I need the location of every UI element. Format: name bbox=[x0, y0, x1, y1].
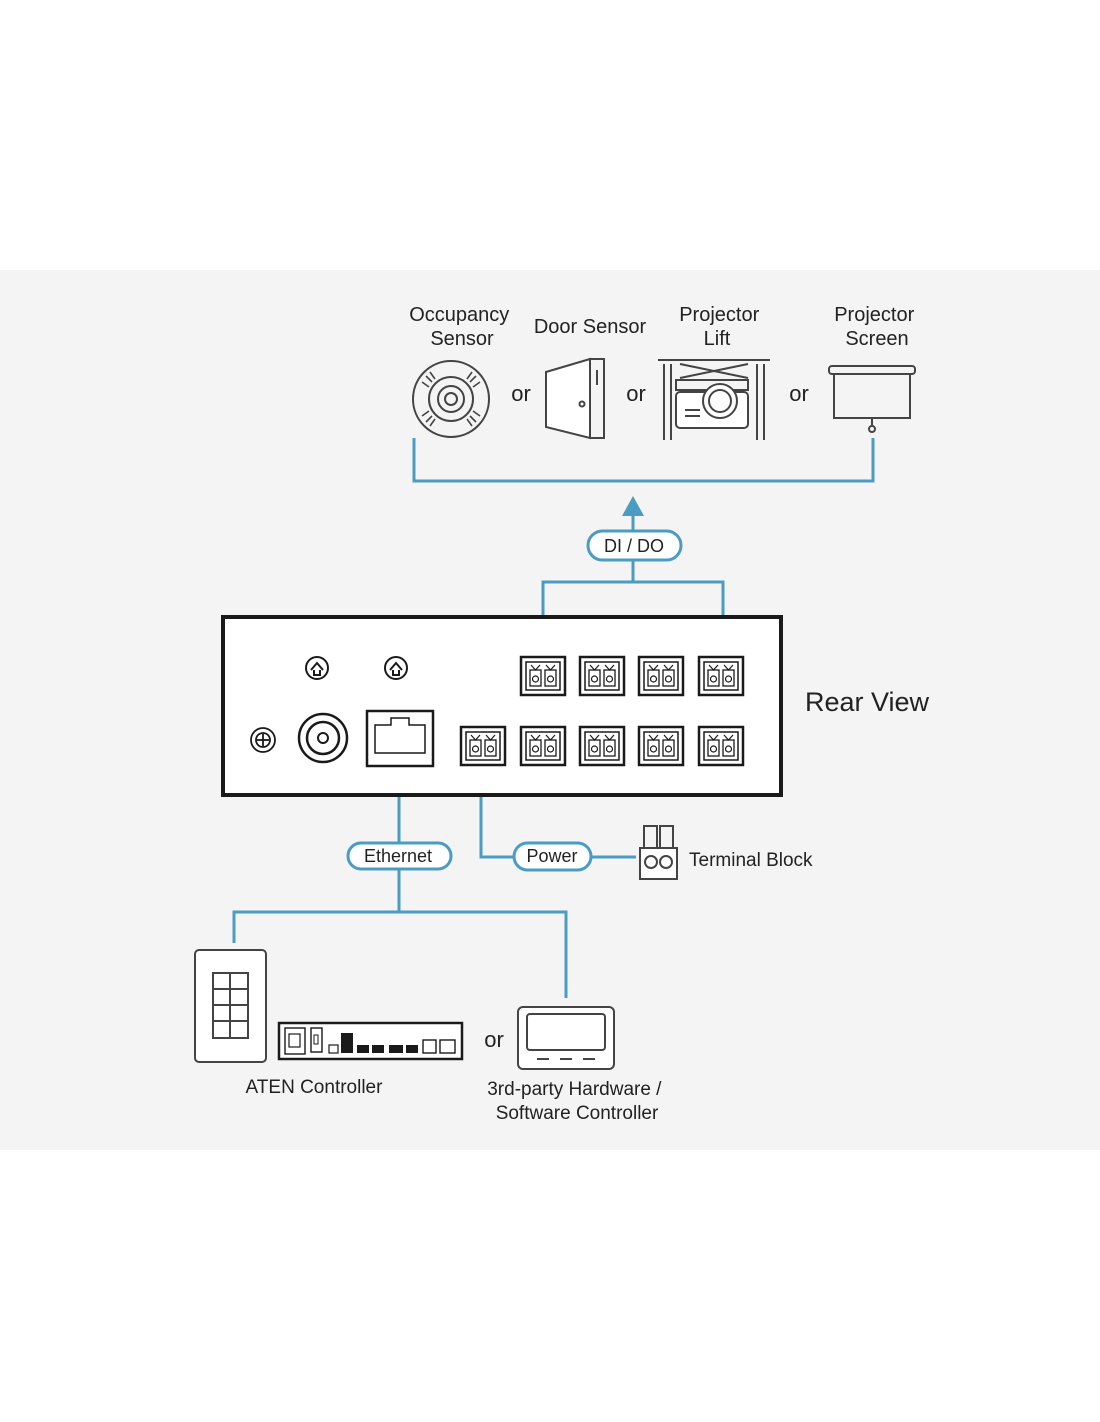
projector-lift-label: Projector Lift bbox=[679, 304, 765, 350]
ground-screw-icon bbox=[250, 727, 276, 753]
terminal-block-port bbox=[578, 725, 626, 767]
third-party-controller-label: 3rd-party Hardware / Software Controller bbox=[487, 1079, 667, 1124]
power-pill: Power bbox=[512, 841, 593, 872]
terminal-block-port bbox=[459, 725, 507, 767]
terminal-block-port bbox=[697, 655, 745, 697]
occupancy-sensor-label: Occupancy Sensor bbox=[409, 304, 515, 350]
device-bus-line bbox=[412, 438, 875, 483]
dial-up-icon bbox=[305, 656, 329, 680]
aten-control-box-icon bbox=[277, 1021, 464, 1061]
door-sensor-icon bbox=[545, 357, 605, 440]
dido-pill: DI / DO bbox=[586, 529, 683, 562]
terminal-block-port bbox=[637, 725, 685, 767]
terminal-block-label: Terminal Block bbox=[689, 850, 813, 871]
ethernet-port-icon bbox=[365, 709, 435, 768]
aten-keypad-icon bbox=[194, 949, 267, 1063]
or-label-4: or bbox=[484, 1027, 504, 1052]
ethernet-label: Ethernet bbox=[364, 846, 432, 866]
terminal-block-port bbox=[697, 725, 745, 767]
or-label-1: or bbox=[511, 381, 531, 406]
rear-view-label: Rear View bbox=[805, 687, 930, 717]
terminal-block-icon bbox=[639, 825, 678, 880]
projector-lift-icon bbox=[658, 359, 770, 440]
power-label: Power bbox=[526, 846, 577, 866]
dial-up-icon bbox=[384, 656, 408, 680]
arrow-up-icon bbox=[622, 496, 644, 516]
controller-branch-line bbox=[232, 910, 568, 998]
projector-screen-icon bbox=[828, 365, 916, 433]
terminal-block-port bbox=[637, 655, 685, 697]
or-label-2: or bbox=[626, 381, 646, 406]
dido-label: DI / DO bbox=[604, 536, 664, 556]
power-jack-icon bbox=[297, 712, 349, 764]
aten-controller-label: ATEN Controller bbox=[246, 1077, 384, 1098]
door-sensor-label: Door Sensor bbox=[534, 316, 647, 338]
projector-screen-label: Projector Screen bbox=[834, 304, 920, 350]
terminal-block-port bbox=[519, 725, 567, 767]
ethernet-pill: Ethernet bbox=[346, 841, 453, 871]
rear-view-panel bbox=[221, 615, 783, 797]
or-label-3: or bbox=[789, 381, 809, 406]
terminal-block-port bbox=[519, 655, 567, 697]
third-party-panel-icon bbox=[517, 1006, 615, 1070]
terminal-block-port bbox=[578, 655, 626, 697]
occupancy-sensor-icon bbox=[412, 360, 490, 438]
